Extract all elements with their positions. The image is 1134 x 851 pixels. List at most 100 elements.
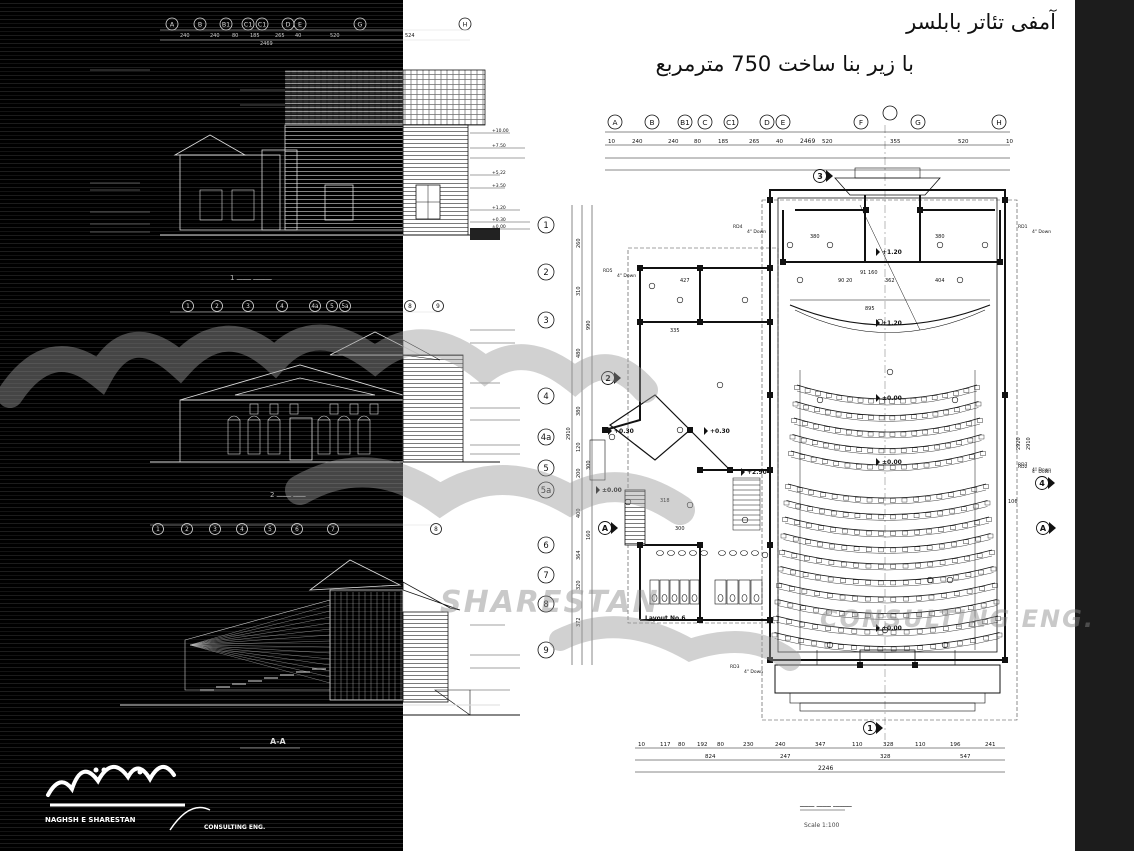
seat-row-back: [790, 456, 984, 472]
section-marker-1: 1: [863, 721, 883, 735]
grid-row-4: 4: [537, 387, 555, 405]
seat: [807, 506, 813, 512]
sightline: [189, 644, 331, 684]
seat-row-back: [778, 588, 996, 604]
seat: [816, 558, 822, 563]
watermark: SHARESTAN CONSULTING ENG.: [0, 324, 1093, 671]
seat: [901, 464, 907, 470]
seat: [900, 415, 906, 420]
seat: [952, 558, 958, 563]
seat: [968, 605, 974, 611]
sightline: [189, 644, 331, 666]
seat: [942, 609, 948, 615]
seat: [902, 547, 908, 552]
seat: [828, 560, 835, 565]
seat-row: [778, 582, 996, 598]
seat-row: [784, 516, 990, 532]
elev-axis-4: 4: [276, 300, 288, 312]
axis-label: 8: [434, 527, 438, 533]
seat: [983, 484, 989, 489]
dim-text: 524: [405, 33, 415, 39]
seat: [902, 563, 909, 569]
seat: [933, 428, 939, 433]
seat: [802, 572, 809, 578]
grid-axis-E: E: [775, 114, 791, 130]
seat: [889, 415, 896, 421]
seat: [864, 613, 871, 618]
axis-label: 4a: [541, 432, 551, 442]
dim-text: 380: [576, 406, 582, 416]
seat: [783, 500, 790, 506]
elev-axis-5: 5: [326, 300, 338, 312]
column: [997, 259, 1003, 265]
seat: [826, 393, 832, 398]
column: [767, 265, 773, 271]
seat: [954, 591, 960, 596]
seat: [792, 536, 799, 542]
seat: [925, 512, 932, 517]
seat-row: [783, 533, 991, 548]
seat: [776, 583, 782, 588]
drain-note: 4" Down: [617, 273, 636, 279]
seat: [936, 494, 943, 499]
seat: [791, 418, 797, 423]
seat: [796, 487, 803, 492]
seat: [853, 546, 860, 551]
seat: [976, 553, 983, 558]
seat: [923, 446, 929, 451]
axis-label: 7: [331, 527, 335, 533]
dim-text: 400: [576, 508, 582, 518]
seat: [866, 547, 872, 552]
dim-text: 300: [586, 460, 592, 470]
dim-text: 310: [576, 286, 582, 296]
dim-text: 320: [576, 580, 582, 590]
toilet-stall: [726, 579, 739, 605]
column: [917, 207, 923, 213]
floor-drain: [796, 276, 804, 284]
seat: [777, 566, 784, 572]
seat: [878, 514, 884, 520]
level-text: ±0.00: [882, 625, 902, 632]
grid-row-2: 2: [537, 263, 555, 281]
seat: [926, 545, 933, 550]
seat-row-back: [780, 572, 994, 587]
seat: [889, 465, 896, 470]
dim-text: 372: [576, 617, 582, 627]
room-dim: 380: [935, 234, 945, 240]
seat: [965, 404, 971, 410]
elev-axis-9: 9: [432, 300, 444, 312]
window-arch: [227, 415, 241, 421]
seat: [903, 580, 909, 585]
seat-row-back: [793, 423, 981, 439]
toilet-bowl: [741, 594, 748, 602]
seat: [879, 399, 885, 404]
grid-row-5: 5: [537, 459, 555, 477]
seat: [930, 644, 937, 649]
seat: [824, 642, 831, 648]
seat: [799, 622, 805, 627]
toilet-bowl: [729, 594, 736, 602]
seat: [971, 487, 978, 492]
seat: [835, 411, 842, 417]
seat: [970, 638, 976, 644]
seat: [836, 395, 843, 400]
seat: [839, 611, 845, 616]
seat: [851, 645, 857, 650]
drain-label: RD5: [603, 268, 613, 274]
seat: [854, 530, 860, 535]
window: [247, 419, 261, 455]
level-mark: ±0.00: [876, 394, 902, 402]
elev-axis-3: 3: [242, 300, 254, 312]
room-dim: 91 160: [860, 270, 878, 276]
seat: [794, 520, 800, 525]
axis-label: B: [198, 21, 202, 28]
grid-axis-B: B: [644, 114, 660, 130]
washbasin: [667, 550, 675, 556]
seat: [948, 492, 954, 497]
seat: [774, 599, 781, 605]
elev-axis-2: 2: [211, 300, 223, 312]
floor-drain: [941, 641, 949, 649]
